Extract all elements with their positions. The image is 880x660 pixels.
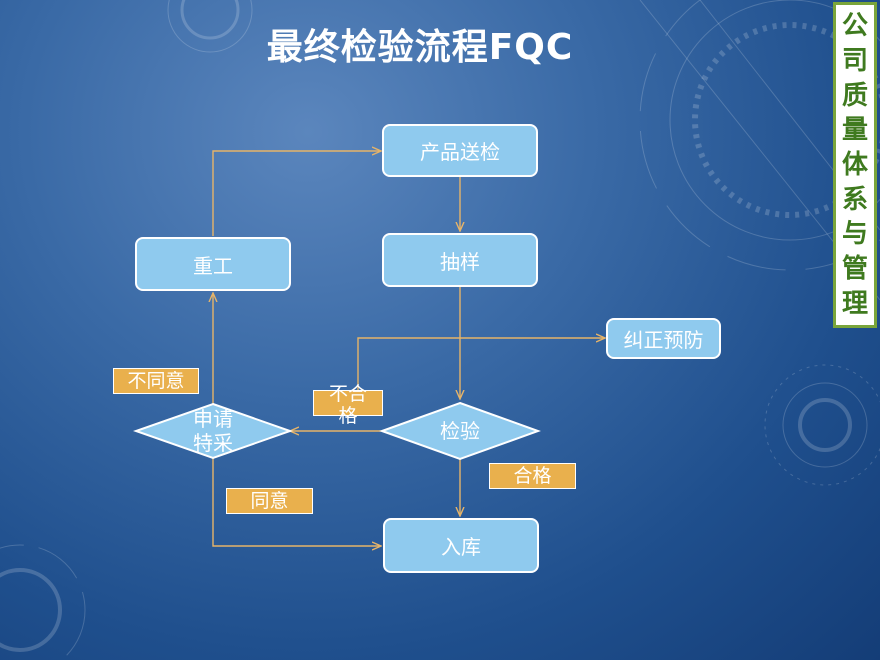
connector-rework-to-submit bbox=[212, 151, 380, 236]
side-char: 理 bbox=[841, 288, 868, 319]
side-char: 量 bbox=[841, 115, 868, 146]
side-char: 体 bbox=[841, 149, 868, 180]
label-disagree: 不同意 bbox=[113, 368, 199, 394]
page-title: 最终检验流程FQC bbox=[266, 27, 574, 68]
connector-to-corrective bbox=[357, 338, 604, 390]
fail-line: 不合 bbox=[328, 383, 367, 405]
label-pass: 合格 bbox=[489, 463, 576, 489]
label-fail: 不合 格 bbox=[313, 383, 383, 427]
connector-request-to-warehouse bbox=[212, 458, 380, 546]
node-sampling: 抽样 bbox=[382, 233, 538, 287]
node-rework: 重工 bbox=[135, 237, 291, 291]
side-char: 公 bbox=[841, 11, 868, 42]
special-request-line: 特采 bbox=[193, 431, 233, 455]
special-request-line: 申请 bbox=[193, 407, 233, 431]
side-char: 司 bbox=[841, 45, 868, 76]
fail-line: 格 bbox=[338, 405, 358, 427]
node-corrective: 纠正预防 bbox=[606, 318, 721, 359]
node-special-request-label: 申请 特采 bbox=[173, 407, 253, 455]
node-warehouse: 入库 bbox=[383, 518, 539, 573]
side-banner: 公 司 质 量 体 系 与 管 理 bbox=[833, 2, 877, 328]
node-inspection-label: 检验 bbox=[440, 419, 480, 443]
special-request-diamond bbox=[132, 402, 294, 460]
node-inspect-submit: 产品送检 bbox=[382, 124, 538, 177]
inspection-diamond bbox=[379, 401, 541, 461]
side-char: 与 bbox=[841, 219, 868, 250]
side-char: 管 bbox=[841, 253, 868, 284]
side-char: 系 bbox=[841, 184, 868, 215]
side-char: 质 bbox=[841, 80, 868, 111]
label-agree: 同意 bbox=[226, 488, 313, 514]
